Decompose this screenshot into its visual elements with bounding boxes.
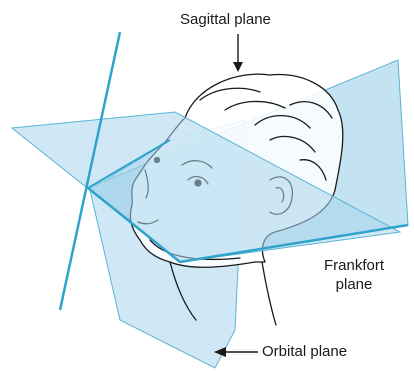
frankfort-label-line1: Frankfort: [317, 256, 391, 275]
sagittal-arrow: [233, 34, 243, 72]
frankfort-plane-label: Frankfort plane: [317, 256, 391, 294]
sagittal-plane-label: Sagittal plane: [180, 11, 271, 29]
orbital-plane-label: Orbital plane: [262, 343, 347, 361]
frankfort-label-line2: plane: [317, 275, 391, 294]
